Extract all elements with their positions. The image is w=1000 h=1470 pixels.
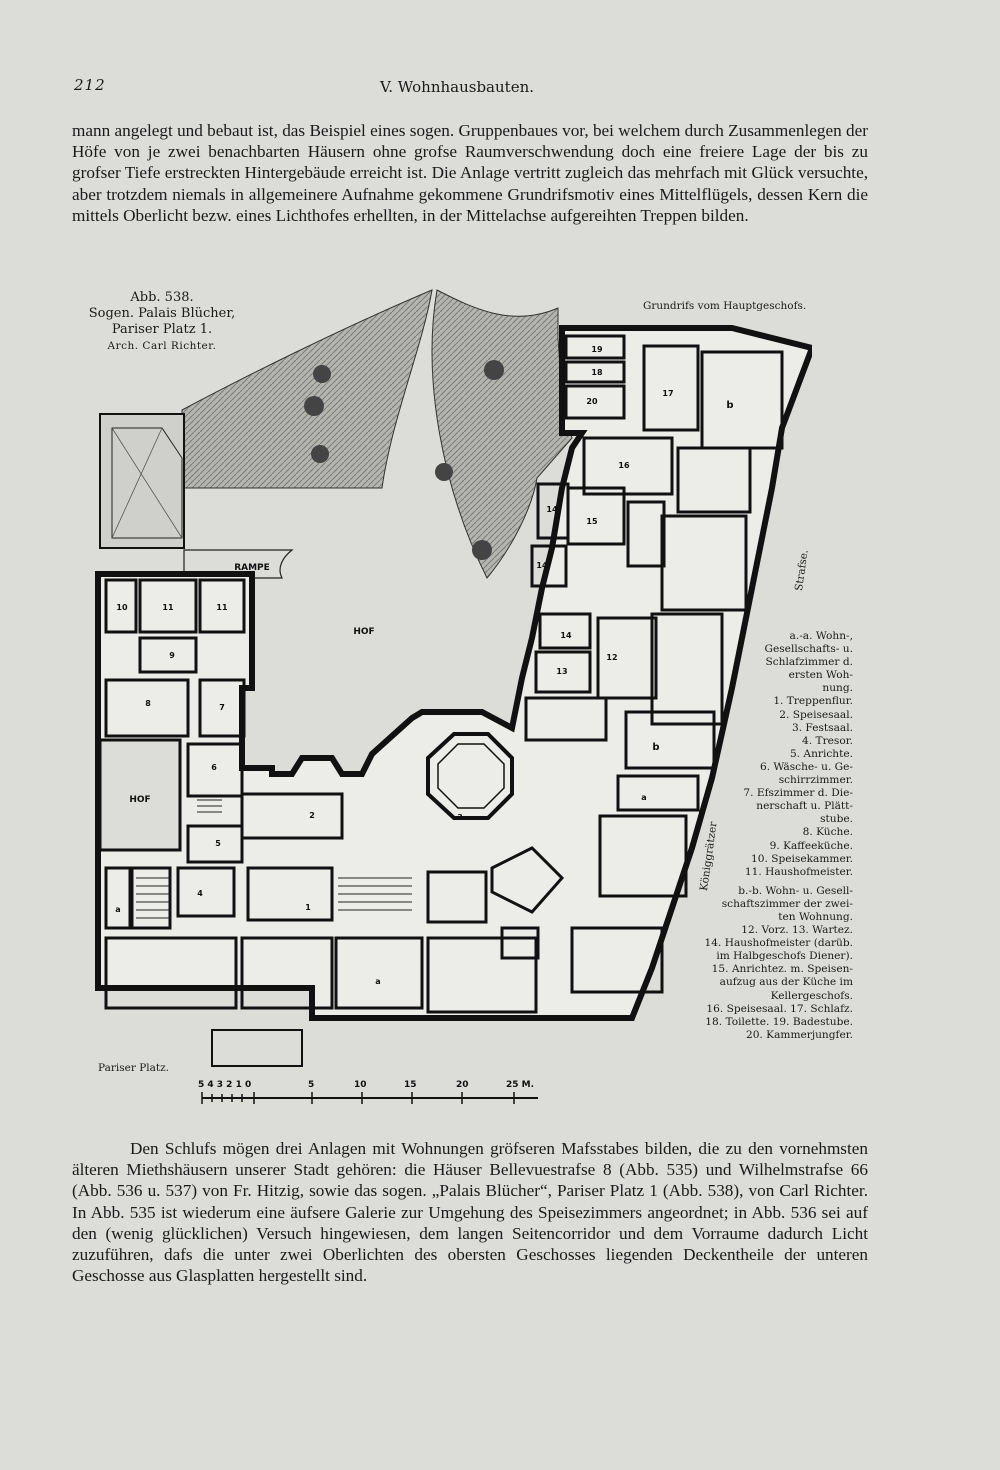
page-number: 212 (74, 76, 106, 94)
room-b-top: b (726, 400, 733, 411)
legend-line: ten Wohnung. (778, 910, 853, 923)
room-16: 16 (618, 461, 630, 470)
running-head: V. Wohnhausbauten. (380, 78, 534, 96)
garden-trees (304, 360, 504, 560)
room-10: 10 (116, 603, 128, 612)
garden-right (431, 289, 573, 579)
room-19: 19 (591, 345, 603, 354)
floor-plan: 19 18 20 17 b 16 14 15 14 14 13 12 10 11… (95, 289, 812, 1067)
legend-line: 14. Haushofmeister (darüb. (704, 937, 853, 950)
room-7: 7 (219, 703, 225, 712)
legend-line: 11. Haushofmeister. (744, 865, 853, 878)
legend-line: im Halbgeschofs Diener). (716, 950, 853, 963)
legend-line: nung. (822, 682, 853, 695)
figure-caption: Abb. 538. Sogen. Palais Blücher, Pariser… (82, 290, 242, 354)
legend-line: schirrzimmer. (778, 774, 853, 787)
room-9: 9 (169, 651, 175, 660)
legend-line: Gesellschafts- u. (764, 643, 853, 656)
legend-line: a.-a. Wohn-, (789, 630, 853, 642)
room-11a: 11 (162, 603, 174, 612)
legend-line: 5. Anrichte. (789, 747, 853, 760)
street-label-pariser-platz: Pariser Platz. (98, 1062, 169, 1074)
legend-line: 3. Festsaal. (791, 721, 853, 734)
room-13: 13 (556, 667, 567, 676)
legend-line: 1. Treppenflur. (773, 695, 853, 708)
caption-architect: Arch. Carl Richter. (107, 340, 217, 352)
caption-address: Pariser Platz 1. (111, 322, 213, 337)
hof-main-label: HOF (353, 627, 374, 637)
room-2: 2 (309, 811, 315, 820)
plan-legend: a.-a. Wohn-, Gesellschafts- u. Schlafzim… (678, 630, 853, 1042)
legend-line: 16. Speisesaal. 17. Schlafz. (706, 1002, 853, 1015)
left-wing-rooms (104, 578, 538, 1014)
room-20: 20 (586, 397, 598, 406)
hof-left (98, 738, 182, 852)
room-3: 3 (457, 813, 463, 822)
room-a-bottom: a (375, 977, 380, 986)
legend-line: Schlafzimmer d. (765, 656, 853, 669)
paragraph-bottom: Den Schlufs mögen drei Anlagen mit Wohnu… (72, 1139, 868, 1286)
legend-line: stube. (820, 813, 853, 826)
legend-line: 18. Toilette. 19. Badestube. (705, 1015, 853, 1028)
room-6: 6 (211, 763, 217, 772)
caption-title: Sogen. Palais Blücher, (88, 306, 236, 321)
legend-line: 7. Efszimmer d. Die- (743, 787, 853, 800)
legend-line: 9. Kaffeeküche. (769, 839, 853, 852)
room-14c: 14 (560, 631, 572, 640)
scale-label-5: 5 (308, 1080, 314, 1090)
paragraph-top: mann angelegt und bebaut ist, das Beispi… (72, 121, 868, 225)
room-14b: 14 (536, 561, 548, 570)
rampe-shape (183, 549, 294, 579)
side-house (99, 413, 185, 549)
room-numbers: 19 18 20 17 b 16 14 15 14 14 13 12 10 11… (115, 345, 733, 986)
legend-line: 4. Tresor. (802, 734, 853, 747)
room-8: 8 (145, 699, 151, 708)
room-11b: 11 (216, 603, 228, 612)
scale-label-small: 5 4 3 2 1 0 (198, 1080, 251, 1090)
legend-line: 15. Anrichtez. m. Speisen- (711, 963, 853, 976)
legend-line: ersten Woh- (788, 669, 853, 682)
garden-left (181, 289, 433, 489)
legend-line: aufzug aus der Küche im (719, 976, 853, 989)
legend-line: 8. Küche. (802, 826, 853, 839)
legend-line: 10. Speisekammer. (751, 852, 853, 865)
legend-line: 6. Wäsche- u. Ge- (759, 760, 853, 773)
scale-label-10: 10 (354, 1080, 367, 1090)
entrance-porch (211, 1029, 303, 1067)
room-1: 1 (305, 903, 311, 912)
legend-line: 20. Kammerjungfer. (745, 1028, 853, 1041)
scale-label-25: 25 M. (506, 1080, 534, 1090)
room-14a: 14 (546, 505, 558, 514)
legend-line: Kellergeschofs. (770, 989, 853, 1002)
legend-line: 12. Vorz. 13. Wartez. (741, 924, 853, 937)
room-12: 12 (606, 653, 617, 662)
room-4: 4 (197, 889, 203, 898)
plan-title: Grundrifs vom Hauptgeschofs. (643, 300, 807, 312)
stairs (136, 799, 412, 919)
room-17: 17 (662, 389, 673, 398)
room-a-left: a (115, 905, 120, 914)
caption-number: Abb. 538. (130, 290, 194, 305)
room-5: 5 (215, 839, 221, 848)
right-wing-rooms (524, 334, 784, 994)
hof-left-label: HOF (129, 795, 150, 805)
room-b-mid: b (652, 742, 659, 753)
scale-bar: 5 4 3 2 1 0 5 10 15 20 25 M. (198, 1080, 538, 1104)
scale-label-15: 15 (404, 1080, 417, 1090)
center-rooms (240, 732, 565, 960)
legend-line: 2. Speisesaal. (779, 708, 853, 721)
rampe-label: RAMPE (234, 563, 270, 573)
legend-line: schaftszimmer der zwei- (721, 897, 853, 910)
scale-label-20: 20 (456, 1080, 469, 1090)
room-a-right: a (641, 793, 646, 802)
room-18: 18 (591, 368, 603, 377)
room-15: 15 (586, 517, 598, 526)
legend-line: b.-b. Wohn- u. Gesell- (738, 884, 853, 897)
legend-line: nerschaft u. Plätt- (756, 800, 853, 813)
